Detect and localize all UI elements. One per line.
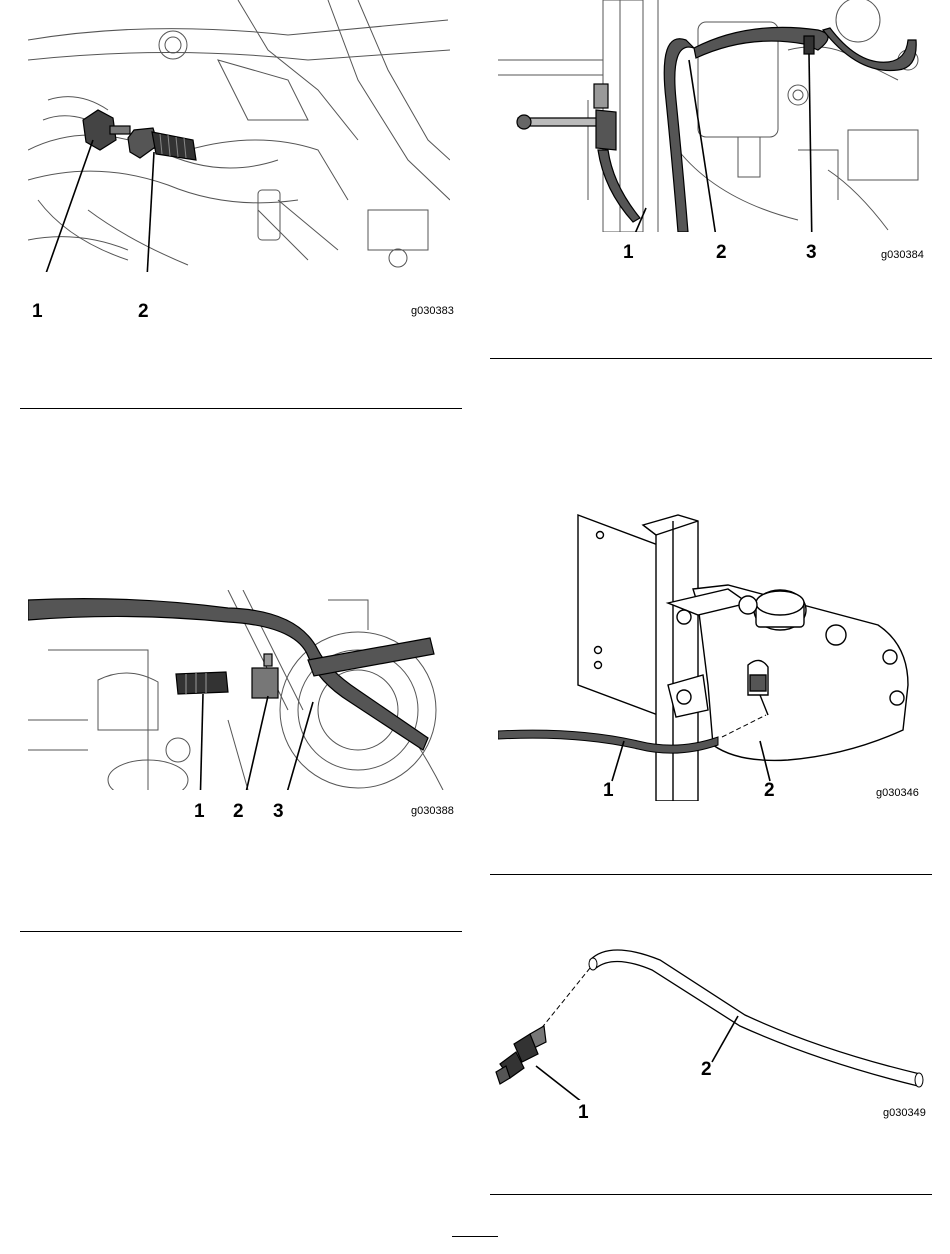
figure-g030388-id: g030388	[411, 806, 454, 817]
figure-g030349-id: g030349	[883, 1108, 926, 1119]
figure-g030383-callout-1: 1	[32, 302, 43, 321]
figure-g030384-callout-1: 1	[623, 243, 634, 262]
divider	[490, 1194, 932, 1195]
figure-g030383-illustration	[28, 0, 450, 272]
figure-g030388-illustration	[28, 590, 450, 790]
figure-g030346-id: g030346	[876, 788, 919, 799]
figure-g030384-id: g030384	[881, 250, 924, 261]
divider	[490, 358, 932, 359]
figure-g030349-callout-1: 1	[578, 1103, 589, 1122]
figure-g030384-callout-2: 2	[716, 243, 727, 262]
figure-g030388-callout-1: 1	[194, 802, 205, 821]
divider	[20, 931, 462, 932]
figure-g030388-callout-2: 2	[233, 802, 244, 821]
divider	[20, 408, 462, 409]
figure-g030346-illustration	[498, 505, 918, 801]
page-footer-rule	[452, 1236, 498, 1237]
figure-g030384-illustration	[498, 0, 924, 232]
figure-g030346-callout-2: 2	[764, 781, 775, 800]
figure-g030383-id: g030383	[411, 306, 454, 317]
figure-g030384-callout-3: 3	[806, 243, 817, 262]
figure-g030383-callout-2: 2	[138, 302, 149, 321]
figure-g030349-callout-2: 2	[701, 1060, 712, 1079]
figure-g030346-callout-1: 1	[603, 781, 614, 800]
figure-g030388-callout-3: 3	[273, 802, 284, 821]
divider	[490, 874, 932, 875]
